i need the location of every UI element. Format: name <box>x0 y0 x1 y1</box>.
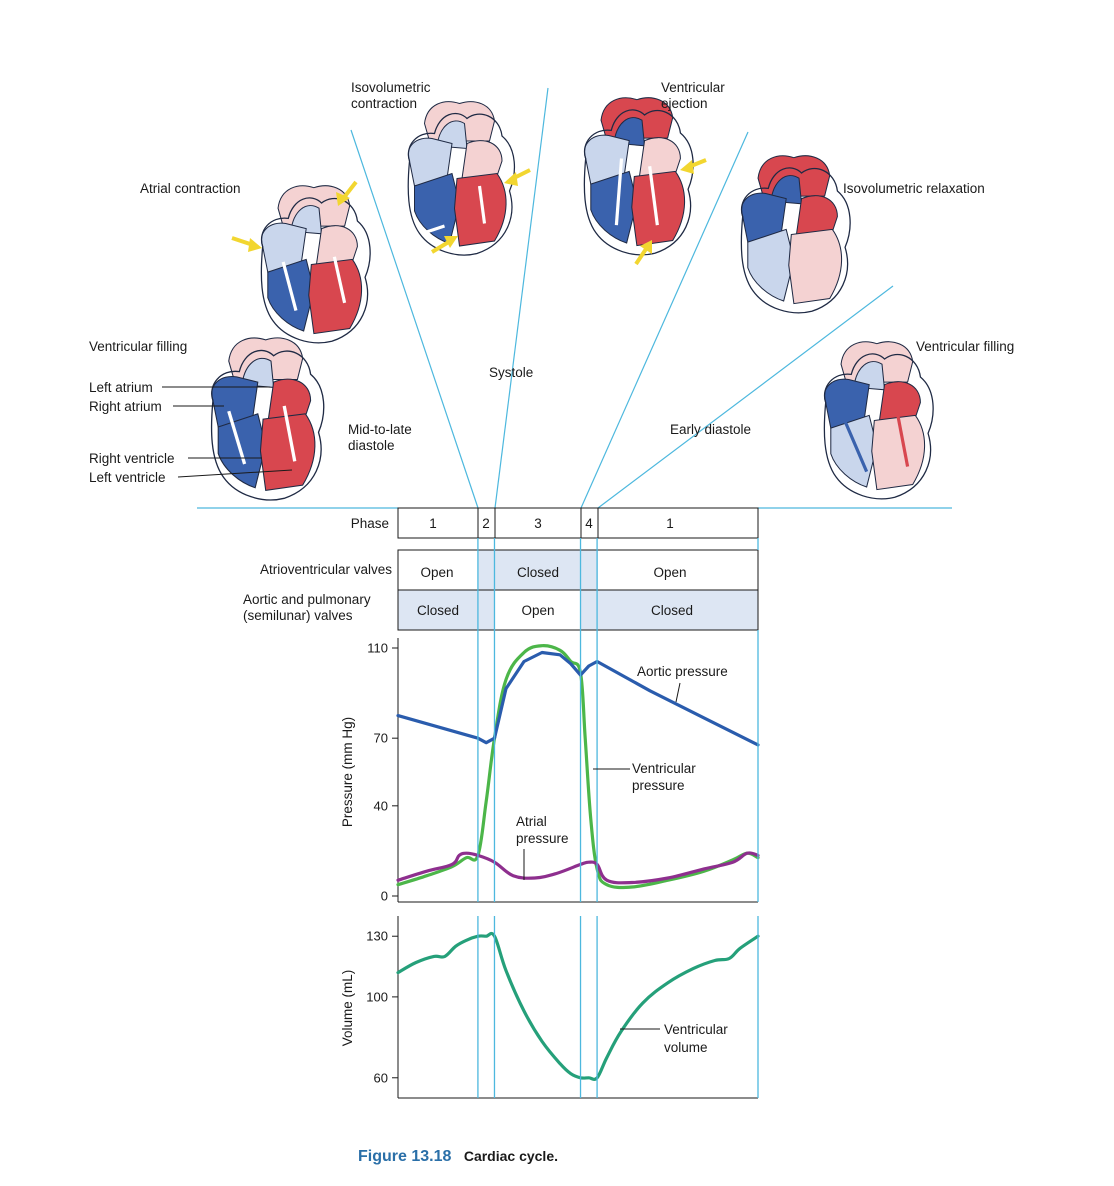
volume-chart: 60 100 130 <box>366 916 760 1099</box>
label-left-ventricle: Left ventricle <box>89 470 166 485</box>
arrow-isovolumetric-contraction-1 <box>430 236 458 254</box>
semilunar-state-closed-2: Closed <box>651 603 693 618</box>
av-state-open-2: Open <box>653 565 686 580</box>
label-ventricular-ejection-1: Ventricular <box>661 80 725 95</box>
label-left-atrium: Left atrium <box>89 380 153 395</box>
label-isovolumetric-contraction-1: Isovolumetric <box>351 80 431 95</box>
annotation-ventricular-volume-1: Ventricular <box>664 1022 728 1037</box>
arrow-atrial-contraction-1 <box>231 236 262 252</box>
phase-1-b: 1 <box>666 516 674 531</box>
phase-3: 3 <box>534 516 542 531</box>
phase-2: 2 <box>482 516 490 531</box>
label-isovolumetric-contraction-2: contraction <box>351 96 417 111</box>
figure-caption: Figure 13.18 Cardiac cycle. <box>358 1148 558 1165</box>
volume-tick-label-60: 60 <box>374 1070 388 1085</box>
label-mid-late-diastole-2: diastole <box>348 438 395 453</box>
stage-guide-lines <box>197 87 952 509</box>
series-aortic-pressure <box>396 650 760 747</box>
series-ventricular-pressure <box>396 644 760 890</box>
phase-table <box>397 507 759 631</box>
heart-ventricular-ejection <box>583 97 694 256</box>
series-ventricular-volume <box>396 931 760 1081</box>
semilunar-label-1: Aortic and pulmonary <box>243 592 371 607</box>
annotation-ventricular-pressure-1: Ventricular <box>632 761 696 776</box>
pressure-tick-label-40: 40 <box>374 798 388 813</box>
figure-title: Cardiac cycle. <box>464 1148 558 1164</box>
leader-aortic-pressure <box>675 682 681 703</box>
volume-tick-label-100: 100 <box>366 989 388 1004</box>
annotation-atrial-pressure-2: pressure <box>516 831 569 846</box>
label-atrial-contraction: Atrial contraction <box>140 181 241 196</box>
series-atrial-pressure <box>396 851 760 885</box>
volume-axis-title: Volume (mL) <box>340 970 355 1047</box>
annotation-aortic-pressure: Aortic pressure <box>637 664 728 679</box>
label-right-atrium: Right atrium <box>89 399 162 414</box>
semilunar-state-open: Open <box>521 603 554 618</box>
heart-part-leaders <box>162 386 293 478</box>
av-valves-label: Atrioventricular valves <box>260 562 392 577</box>
pressure-axis-title: Pressure (mm Hg) <box>340 717 355 827</box>
heart-isovolumetric-relaxation <box>740 155 851 314</box>
label-early-diastole: Early diastole <box>670 422 751 437</box>
heart-isovolumetric-contraction <box>407 101 516 256</box>
label-systole: Systole <box>489 365 533 380</box>
semilunar-state-closed-1: Closed <box>417 603 459 618</box>
label-ventricular-filling-left: Ventricular filling <box>89 339 187 354</box>
av-state-closed: Closed <box>517 565 559 580</box>
phase-label: Phase <box>351 516 389 531</box>
phase-4: 4 <box>585 516 593 531</box>
pressure-tick-label-70: 70 <box>374 731 388 746</box>
av-state-open-1: Open <box>420 565 453 580</box>
label-right-ventricle: Right ventricle <box>89 451 175 466</box>
arrow-ventricular-ejection-1 <box>680 158 707 174</box>
phase-boundary-lines <box>477 538 759 1098</box>
arrow-ventricular-ejection-2 <box>634 240 652 266</box>
label-isovolumetric-relaxation: Isovolumetric relaxation <box>843 181 985 196</box>
arrow-atrial-contraction-2 <box>336 180 358 206</box>
label-mid-late-diastole-1: Mid-to-late <box>348 422 412 437</box>
label-ventricular-ejection-2: ejection <box>661 96 708 111</box>
annotation-ventricular-volume-2: volume <box>664 1040 708 1055</box>
pressure-chart: 0 40 70 110 <box>367 638 760 904</box>
pressure-tick-label-110: 110 <box>367 641 388 656</box>
annotation-atrial-pressure-1: Atrial <box>516 814 547 829</box>
annotation-ventricular-pressure-2: pressure <box>632 778 685 793</box>
heart-ventricular-filling-right <box>823 341 934 500</box>
label-ventricular-filling-right: Ventricular filling <box>916 339 1014 354</box>
volume-tick-label-130: 130 <box>366 929 388 944</box>
heart-atrial-contraction <box>260 185 371 344</box>
phase-1-a: 1 <box>429 516 437 531</box>
figure-number: Figure 13.18 <box>358 1148 451 1165</box>
pressure-tick-label-0: 0 <box>381 889 388 904</box>
semilunar-label-2: (semilunar) valves <box>243 608 353 623</box>
arrow-isovolumetric-contraction-2 <box>504 168 531 186</box>
heart-ventricular-filling-left <box>210 337 325 501</box>
